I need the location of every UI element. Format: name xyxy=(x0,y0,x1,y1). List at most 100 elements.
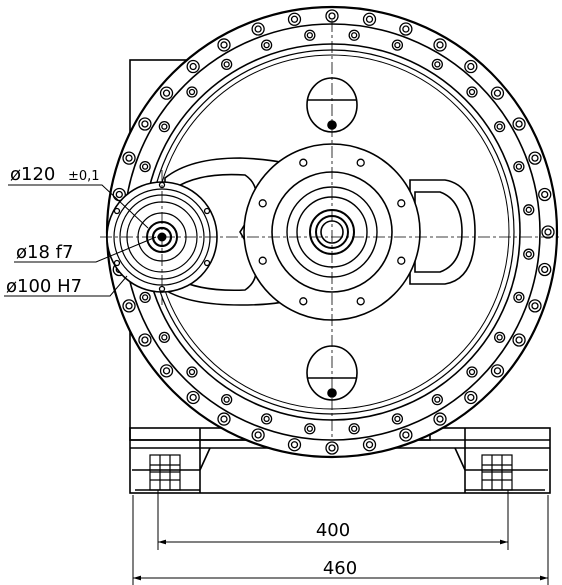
inner-bolt-hole xyxy=(263,41,270,49)
inner-bolt xyxy=(158,121,170,133)
inner-bolt-hole xyxy=(468,88,476,96)
inner-bolt xyxy=(513,291,525,304)
inner-bolt-hole xyxy=(525,251,532,258)
dimension-400 xyxy=(157,490,509,550)
outer-bolt xyxy=(464,390,478,405)
inner-bolt-hole xyxy=(306,32,313,39)
outer-bolt-hole xyxy=(493,367,502,375)
inner-bolt-hole xyxy=(434,396,441,403)
inner-bolt xyxy=(186,366,198,378)
leader-lines xyxy=(4,184,157,297)
hub-bolt xyxy=(356,158,365,167)
outer-bolt-hole xyxy=(402,431,410,439)
hub-bolt xyxy=(397,256,406,265)
inner-bolt-hole xyxy=(525,206,532,213)
inner-bolt-hole xyxy=(188,368,196,376)
inner-bolt xyxy=(260,39,273,51)
outer-bolt xyxy=(251,428,265,442)
outer-bolt-hole xyxy=(141,120,149,128)
inner-bolt-hole xyxy=(468,368,476,376)
outer-bolt-hole xyxy=(220,41,228,49)
outer-bolt-ring xyxy=(109,9,555,455)
outer-bolt xyxy=(159,86,174,100)
outer-bolt-hole xyxy=(436,415,444,423)
left-foot-bolt xyxy=(149,454,181,491)
outer-bolt-hole xyxy=(515,120,523,128)
outer-bolt-hole xyxy=(290,441,299,449)
outer-bolt-hole xyxy=(290,15,299,23)
inner-bolt xyxy=(523,204,535,216)
outer-bolt-hole xyxy=(531,302,539,310)
outer-bolt xyxy=(538,187,552,202)
outer-bolt-hole xyxy=(436,41,444,49)
output-hub-bolt xyxy=(203,259,211,267)
outer-bolt-hole xyxy=(493,89,502,97)
d120-tolerance: ±0,1 xyxy=(68,169,100,184)
outer-bolt-hole xyxy=(254,431,262,439)
inner-bolt xyxy=(304,29,316,41)
dimension-460 xyxy=(132,495,549,585)
inner-bolt-hole xyxy=(515,294,523,301)
inner-bolt-hole xyxy=(515,163,523,170)
outer-bolt-hole xyxy=(402,25,410,33)
outer-bolt xyxy=(251,22,265,36)
centerlines xyxy=(100,20,560,440)
outer-bolt-hole xyxy=(365,441,374,449)
d18-label: ø18 f7 xyxy=(16,242,73,263)
hub-bolt xyxy=(356,297,365,306)
outer-bolt-hole xyxy=(328,12,336,20)
outer-bolt-hole xyxy=(365,15,374,23)
inner-bolt xyxy=(431,58,443,70)
outer-bolt-hole xyxy=(531,154,539,162)
inner-bolt-hole xyxy=(223,396,230,403)
inner-bolt xyxy=(158,331,170,343)
inner-bolt-hole xyxy=(161,334,168,341)
output-hub-bolts xyxy=(113,181,211,293)
inner-bolt xyxy=(348,423,360,435)
outer-bolt-hole xyxy=(541,265,549,274)
hub-bolt xyxy=(299,297,308,306)
hub-bolt xyxy=(397,199,406,208)
inner-bolt xyxy=(221,394,233,406)
outer-bolt xyxy=(217,38,231,52)
outer-bolt xyxy=(512,333,526,347)
inner-bolt xyxy=(466,366,478,378)
inner-bolt xyxy=(391,413,404,425)
outer-bolt-hole xyxy=(162,367,171,375)
inner-bolt xyxy=(348,29,360,41)
outer-bolt xyxy=(399,22,413,36)
outer-bolt-hole xyxy=(189,393,197,402)
outer-bolt xyxy=(433,38,447,52)
hub-bolts xyxy=(258,158,406,306)
outer-bolt-hole xyxy=(467,62,475,71)
d120-label: ø120 xyxy=(10,164,55,185)
outer-bolt xyxy=(399,428,413,442)
outer-bolt xyxy=(538,262,552,277)
outer-bolt xyxy=(490,86,505,100)
inner-bolt-hole xyxy=(434,61,441,68)
inner-bolt-hole xyxy=(351,425,358,432)
width-460-label: 460 xyxy=(323,558,357,579)
inner-bolt xyxy=(466,86,478,98)
outer-bolt xyxy=(138,333,152,347)
outer-bolt-hole xyxy=(220,415,228,423)
inner-bolt-hole xyxy=(394,415,401,423)
outer-bolt xyxy=(122,151,136,165)
output-hub-bolt xyxy=(113,207,121,215)
inner-bolt-hole xyxy=(306,425,313,432)
inner-bolt xyxy=(431,394,443,406)
outer-bolt xyxy=(464,59,478,74)
outer-bolt xyxy=(541,225,555,239)
outer-bolt xyxy=(159,364,174,378)
output-hub-bolt xyxy=(203,207,211,215)
inner-bolt-hole xyxy=(263,415,270,423)
inner-bolt-hole xyxy=(223,61,230,68)
inner-bolt xyxy=(186,86,198,98)
inner-bolt-hole xyxy=(141,163,149,170)
outer-bolt-hole xyxy=(141,336,149,344)
outer-bolt xyxy=(138,117,152,131)
outer-bolt xyxy=(362,12,377,26)
right-foot-bolt xyxy=(481,454,513,491)
right-lug xyxy=(409,179,476,285)
